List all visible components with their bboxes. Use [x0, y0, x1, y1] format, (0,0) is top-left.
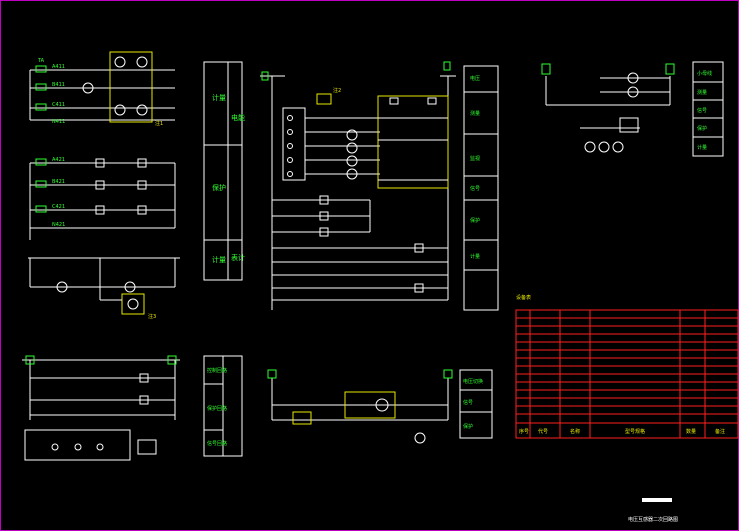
- panel2-item-1: 测量: [470, 110, 480, 117]
- relay-circuit: 注2: [260, 61, 456, 310]
- function-panel-2: 电压 测量 监视 信号 保护 计量: [463, 65, 499, 311]
- panel1-item-0: 计量: [212, 93, 226, 102]
- equipment-table: 设备表 序号 代号 名称 型号规格 数量 备注: [515, 294, 739, 439]
- panel4-item-0: 控制回路: [207, 367, 227, 374]
- function-panel-3: 小母线 测量 信号 保护 计量: [692, 61, 724, 157]
- svg-text:C421: C421: [52, 204, 65, 210]
- panel1-item-5: 表计: [231, 253, 245, 262]
- note-3-label: 注3: [148, 313, 156, 320]
- function-panel-5: 电压切换 信号 保护: [459, 369, 493, 439]
- svg-text:N421: N421: [52, 222, 65, 228]
- panel3-item-2: 信号: [697, 107, 707, 114]
- table-header-1: 代号: [538, 428, 548, 435]
- panel1-item-4: 电能: [231, 113, 245, 122]
- title-block: 电压互感器二次回路图: [628, 498, 678, 523]
- panel3-item-0: 小母线: [697, 70, 712, 77]
- note-1-label: 注1: [155, 120, 163, 127]
- table-header-2: 名称: [570, 428, 580, 435]
- table-header-3: 型号规格: [625, 428, 645, 435]
- table-title: 设备表: [516, 294, 531, 301]
- panel2-item-4: 保护: [470, 217, 480, 224]
- panel1-item-3: 计量: [212, 255, 226, 264]
- panel5-item-1: 信号: [463, 399, 473, 406]
- panel2-item-2: 监视: [470, 155, 480, 162]
- control-circuit: [22, 355, 180, 461]
- voltage-circuit: 注3: [28, 257, 180, 320]
- protection-circuit: A421 B421 C421 N421: [29, 157, 176, 240]
- svg-text:A411: A411: [52, 64, 65, 70]
- panel5-item-0: 电压切换: [463, 378, 483, 385]
- panel4-item-2: 信号回路: [207, 440, 227, 447]
- panel1-item-1: 保护: [212, 183, 226, 192]
- svg-text:TA: TA: [37, 58, 45, 64]
- svg-text:B421: B421: [52, 179, 65, 185]
- signal-circuit: [541, 63, 675, 153]
- panel2-item-0: 电压: [470, 75, 480, 82]
- panel2-item-5: 计量: [470, 253, 480, 260]
- switch-circuit: [267, 369, 453, 444]
- metering-circuit: TA A411 B411 C411 N411 注1: [29, 51, 175, 127]
- function-panel-1: 计量 保护 计量 电能 表计: [203, 61, 245, 281]
- function-panel-4: 控制回路 保护回路 信号回路: [203, 355, 243, 457]
- panel3-item-3: 保护: [697, 125, 707, 132]
- table-header-4: 数量: [686, 428, 696, 435]
- svg-text:C411: C411: [52, 102, 65, 108]
- svg-text:N411: N411: [52, 119, 65, 125]
- svg-text:B411: B411: [52, 82, 65, 88]
- table-header-5: 备注: [715, 428, 725, 435]
- panel5-item-2: 保护: [463, 423, 473, 430]
- svg-text:A421: A421: [52, 157, 65, 163]
- panel4-item-1: 保护回路: [207, 405, 227, 412]
- table-header-0: 序号: [519, 428, 529, 435]
- panel3-item-1: 测量: [697, 89, 707, 96]
- drawing-title: 电压互感器二次回路图: [628, 516, 678, 523]
- panel3-item-4: 计量: [697, 144, 707, 151]
- note-2-label: 注2: [333, 87, 341, 94]
- panel2-item-3: 信号: [470, 185, 480, 192]
